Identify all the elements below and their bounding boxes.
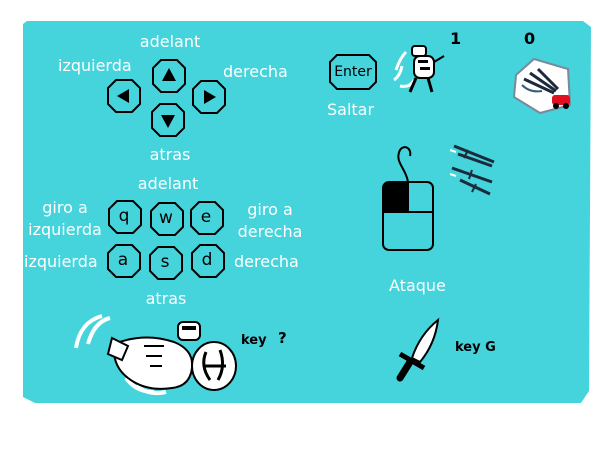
guns-icon [449,144,495,196]
spinning-soldier-icon [74,314,237,396]
knife-icon [396,317,440,382]
wasd-right-label: derecha [234,252,299,271]
knife-key-label: key G [455,340,496,355]
jumping-soldier-icon [393,45,445,93]
enter-key[interactable]: Enter [329,54,377,90]
wasd-down-label: atras [145,289,187,308]
wasd-up-label: adelant [137,174,199,193]
mouse-left-click-icon [382,146,434,251]
arrow-left-icon [117,89,129,103]
arrow-right-icon [204,90,216,104]
key-d[interactable]: d [191,244,225,278]
wasd-left-label: izquierda [24,252,98,271]
key-e[interactable]: e [190,201,224,235]
score-right: 0 [524,29,536,48]
arrow-left-label: izquierda [58,56,132,75]
arrow-right-key[interactable] [192,80,226,114]
arrow-down-icon [161,115,175,128]
jump-label: Saltar [327,100,375,119]
car-crash-icon [512,57,572,115]
score-left: 1 [450,29,462,48]
arrow-up-key[interactable] [152,59,186,93]
special-key-label: key [241,333,267,348]
arrow-down-label: atras [149,145,191,164]
key-q[interactable]: q [108,200,142,234]
key-s[interactable]: s [149,246,183,280]
arrow-up-label: adelant [139,32,201,51]
attack-label: Ataque [389,276,446,295]
arrow-left-key[interactable] [107,79,141,113]
arrow-down-key[interactable] [151,103,185,137]
key-a[interactable]: a [107,244,141,278]
key-w[interactable]: w [150,202,184,236]
wasd-rotate-left-label: giro a izquierda [28,198,102,239]
arrow-right-label: derecha [223,62,288,81]
wasd-rotate-right-label: giro a derecha [237,200,303,241]
special-key-glyph: ? [278,329,287,347]
arrow-up-icon [162,68,176,81]
